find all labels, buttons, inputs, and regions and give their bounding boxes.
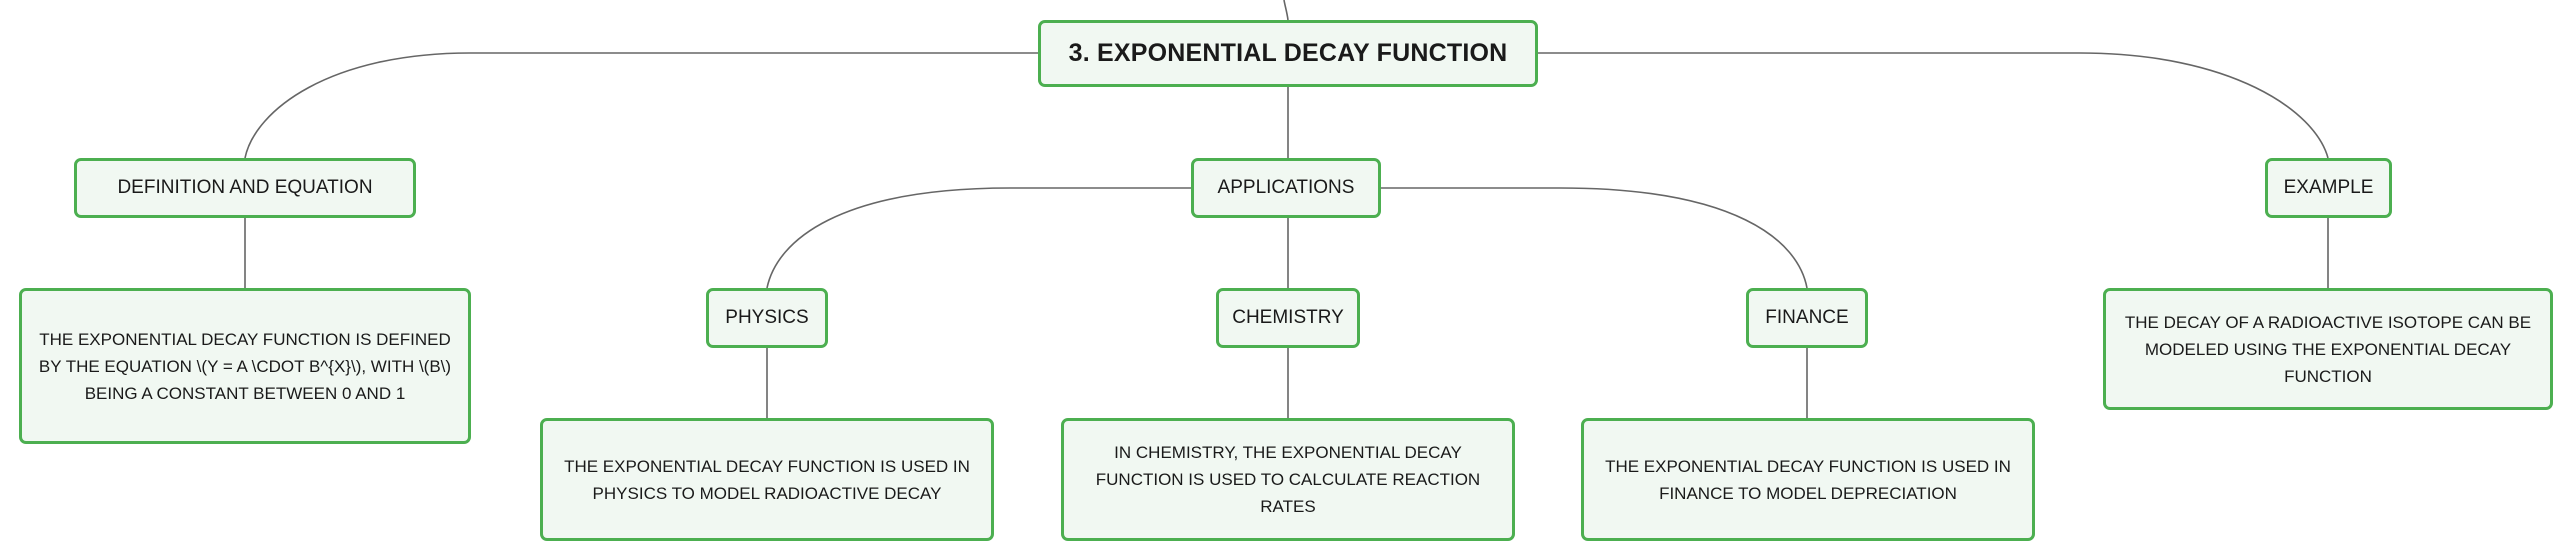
connector-root-example: [1538, 52, 2329, 159]
root-node[interactable]: 3. EXPONENTIAL DECAY FUNCTION: [1038, 20, 1538, 87]
node-chemistry[interactable]: CHEMISTRY: [1216, 288, 1360, 348]
node-finance-detail-text: THE EXPONENTIAL DECAY FUNCTION IS USED I…: [1605, 456, 2011, 503]
connector-root-definition: [244, 52, 1038, 159]
connector-applications-finance: [1381, 187, 1808, 289]
node-chemistry-label: CHEMISTRY: [1232, 307, 1344, 328]
node-applications-label: APPLICATIONS: [1217, 177, 1355, 198]
node-physics-detail-text: THE EXPONENTIAL DECAY FUNCTION IS USED I…: [564, 456, 970, 503]
node-example-detail-text: THE DECAY OF A RADIOACTIVE ISOTOPE CAN B…: [2124, 312, 2532, 386]
node-definition-detail[interactable]: THE EXPONENTIAL DECAY FUNCTION IS DEFINE…: [19, 288, 471, 444]
node-chemistry-detail-text: IN CHEMISTRY, THE EXPONENTIAL DECAY FUNC…: [1095, 443, 1481, 516]
node-definition-and-equation-label: DEFINITION AND EQUATION: [117, 177, 373, 198]
node-example-detail[interactable]: THE DECAY OF A RADIOACTIVE ISOTOPE CAN B…: [2103, 288, 2553, 410]
node-physics-detail[interactable]: THE EXPONENTIAL DECAY FUNCTION IS USED I…: [540, 418, 994, 541]
node-physics[interactable]: PHYSICS: [706, 288, 828, 348]
node-example[interactable]: EXAMPLE: [2265, 158, 2392, 218]
node-finance[interactable]: FINANCE: [1746, 288, 1868, 348]
node-finance-label: FINANCE: [1765, 307, 1849, 328]
connector-applications-physics: [766, 187, 1191, 289]
connector-parent-root: [1283, 0, 1289, 21]
node-definition-and-equation[interactable]: DEFINITION AND EQUATION: [74, 158, 416, 218]
root-node-label: 3. EXPONENTIAL DECAY FUNCTION: [1068, 39, 1508, 67]
node-finance-detail[interactable]: THE EXPONENTIAL DECAY FUNCTION IS USED I…: [1581, 418, 2035, 541]
node-physics-label: PHYSICS: [725, 307, 809, 328]
node-definition-detail-text: THE EXPONENTIAL DECAY FUNCTION IS DEFINE…: [38, 329, 452, 403]
node-applications[interactable]: APPLICATIONS: [1191, 158, 1381, 218]
node-example-label: EXAMPLE: [2283, 177, 2374, 198]
node-chemistry-detail[interactable]: IN CHEMISTRY, THE EXPONENTIAL DECAY FUNC…: [1061, 418, 1515, 541]
